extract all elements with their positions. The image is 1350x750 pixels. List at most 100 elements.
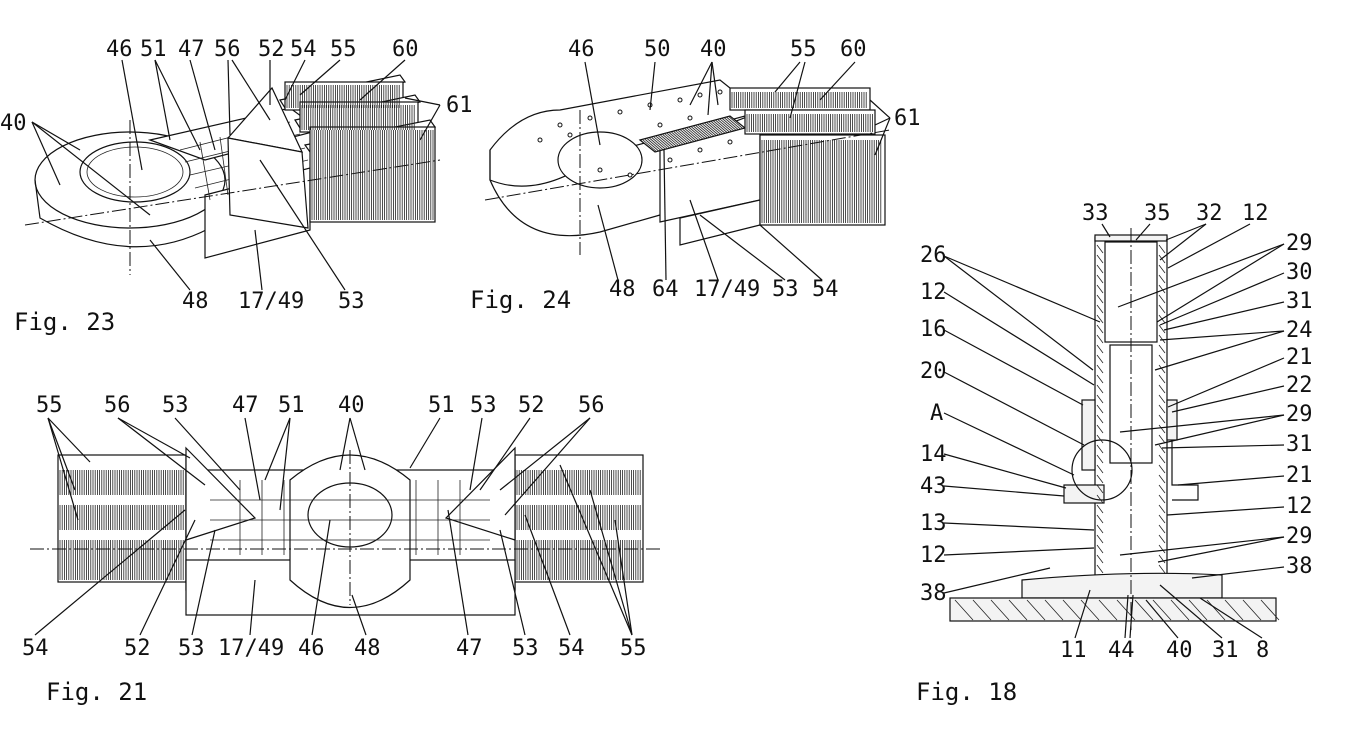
hatch-line xyxy=(1098,599,1118,621)
fig24-bore xyxy=(557,131,643,189)
fig21-label-40: 40 xyxy=(338,393,365,418)
hatch-line xyxy=(1158,394,1166,404)
fig21-leader-lines xyxy=(34,417,633,636)
hatch-line xyxy=(1170,599,1190,621)
fig23-label-60: 60 xyxy=(392,37,419,62)
fig18-label-44: 44 xyxy=(1108,638,1135,663)
pad-fin-line xyxy=(699,124,715,137)
fig18-label-31-b: 31 xyxy=(1286,432,1313,457)
fig18-collar-left xyxy=(1081,399,1096,471)
fig18-label-12-right: 12 xyxy=(1286,494,1313,519)
fig18-label-31-c: 31 xyxy=(1212,638,1239,663)
hatch-line xyxy=(1158,434,1166,444)
fig18-label-22: 22 xyxy=(1286,373,1313,398)
pad-fin-line xyxy=(713,120,728,134)
fig18-base-dome xyxy=(1021,572,1223,599)
hatch-line xyxy=(1096,494,1104,504)
fig18-label-11: 11 xyxy=(1060,638,1087,663)
hatch-line xyxy=(1096,424,1104,434)
hatch-line xyxy=(1158,544,1166,554)
fig18-label-21-b: 21 xyxy=(1286,463,1313,488)
pad-fin-line xyxy=(724,117,739,131)
fig24-label-60: 60 xyxy=(840,37,867,62)
fig18-label-38-right: 38 xyxy=(1286,554,1313,579)
fig21-label-47-top: 47 xyxy=(232,393,259,418)
fig21-label-54-left: 54 xyxy=(22,636,49,661)
hatch-line xyxy=(1158,334,1166,344)
hatch-line xyxy=(1096,544,1104,554)
fig18-label-8: 8 xyxy=(1256,638,1269,663)
mounting-hole xyxy=(717,89,723,95)
fig24-axis-horizontal xyxy=(484,129,891,201)
hatch-line xyxy=(1158,444,1166,454)
pad-fin-line xyxy=(658,135,673,149)
pad-fin-line xyxy=(704,122,719,136)
pad-fin-line xyxy=(647,138,662,152)
hatch-line xyxy=(1158,304,1166,314)
hatch-line xyxy=(1158,494,1166,504)
mounting-hole xyxy=(587,115,593,121)
pad-fin-line xyxy=(706,122,722,135)
pad-fin-line xyxy=(719,118,735,132)
hatch-line xyxy=(1158,524,1166,534)
mounting-hole xyxy=(557,122,563,128)
fig23-label-40: 40 xyxy=(0,111,27,136)
fig18-label-29-a: 29 xyxy=(1286,231,1313,256)
hatch-line xyxy=(1096,324,1104,334)
fig21-gusset-left xyxy=(185,446,257,541)
hatch-line xyxy=(1158,464,1166,474)
fig21-label-53-bottom-left: 53 xyxy=(178,636,205,661)
fig21-label-17-49: 17/49 xyxy=(218,636,284,661)
pad-fin-line xyxy=(693,125,708,139)
figure-18: 33 35 32 12 26 12 16 20 A 14 43 13 12 38… xyxy=(916,201,1313,706)
fig24-fin-lines xyxy=(731,92,882,223)
mounting-hole xyxy=(687,115,693,121)
hatch-line xyxy=(1158,354,1166,364)
hatch-line xyxy=(1158,384,1166,394)
fig18-label-12-left-b: 12 xyxy=(920,543,947,568)
fig18-label-12-left-a: 12 xyxy=(920,280,947,305)
fig21-label-52-bottom: 52 xyxy=(124,636,151,661)
fig24-plate-wall xyxy=(489,150,661,237)
fig21-label-55-bottom: 55 xyxy=(620,636,647,661)
fig23-fin-lines xyxy=(286,85,434,220)
fig18-label-33: 33 xyxy=(1082,201,1109,226)
fig24-label-64: 64 xyxy=(652,277,679,302)
hatch-line xyxy=(1008,599,1028,621)
hatch-line xyxy=(1096,384,1104,394)
hatch-line xyxy=(1096,244,1104,254)
pad-fin-line xyxy=(728,116,744,129)
hatch-line xyxy=(1260,599,1280,621)
hatch-line xyxy=(1096,414,1104,424)
fig21-bore xyxy=(307,482,393,548)
hatch-line xyxy=(1096,504,1104,514)
fig18-caption: Fig. 18 xyxy=(916,678,1017,706)
fig18-label-21-a: 21 xyxy=(1286,345,1313,370)
fig18-leader-lines xyxy=(943,223,1285,639)
hatch-line xyxy=(1158,414,1166,424)
fig23-label-52: 52 xyxy=(258,37,285,62)
hatch-line xyxy=(1158,264,1166,274)
hatch-line xyxy=(1096,394,1104,404)
fig21-label-51-left: 51 xyxy=(278,393,305,418)
pad-fin-line xyxy=(675,130,691,144)
hatch-line xyxy=(1096,294,1104,304)
pad-fin-line xyxy=(669,132,684,146)
fig21-label-51-right: 51 xyxy=(428,393,455,418)
pad-fin-line xyxy=(715,119,730,133)
fig21-label-46: 46 xyxy=(298,636,325,661)
hatch-line xyxy=(1158,534,1166,544)
fig18-label-29-c: 29 xyxy=(1286,524,1313,549)
hatch-line xyxy=(1096,374,1104,384)
fig18-flange-right xyxy=(1171,440,1199,501)
fig23-bore-inner xyxy=(86,146,184,198)
pad-fin-line xyxy=(695,125,711,138)
hatch-line xyxy=(1158,514,1166,524)
mounting-hole xyxy=(567,132,573,138)
hatch-line xyxy=(1096,304,1104,314)
hatch-line xyxy=(1158,484,1166,494)
pad-fin-line xyxy=(677,130,693,143)
hatch-line xyxy=(1242,599,1262,621)
mounting-hole xyxy=(597,167,603,173)
